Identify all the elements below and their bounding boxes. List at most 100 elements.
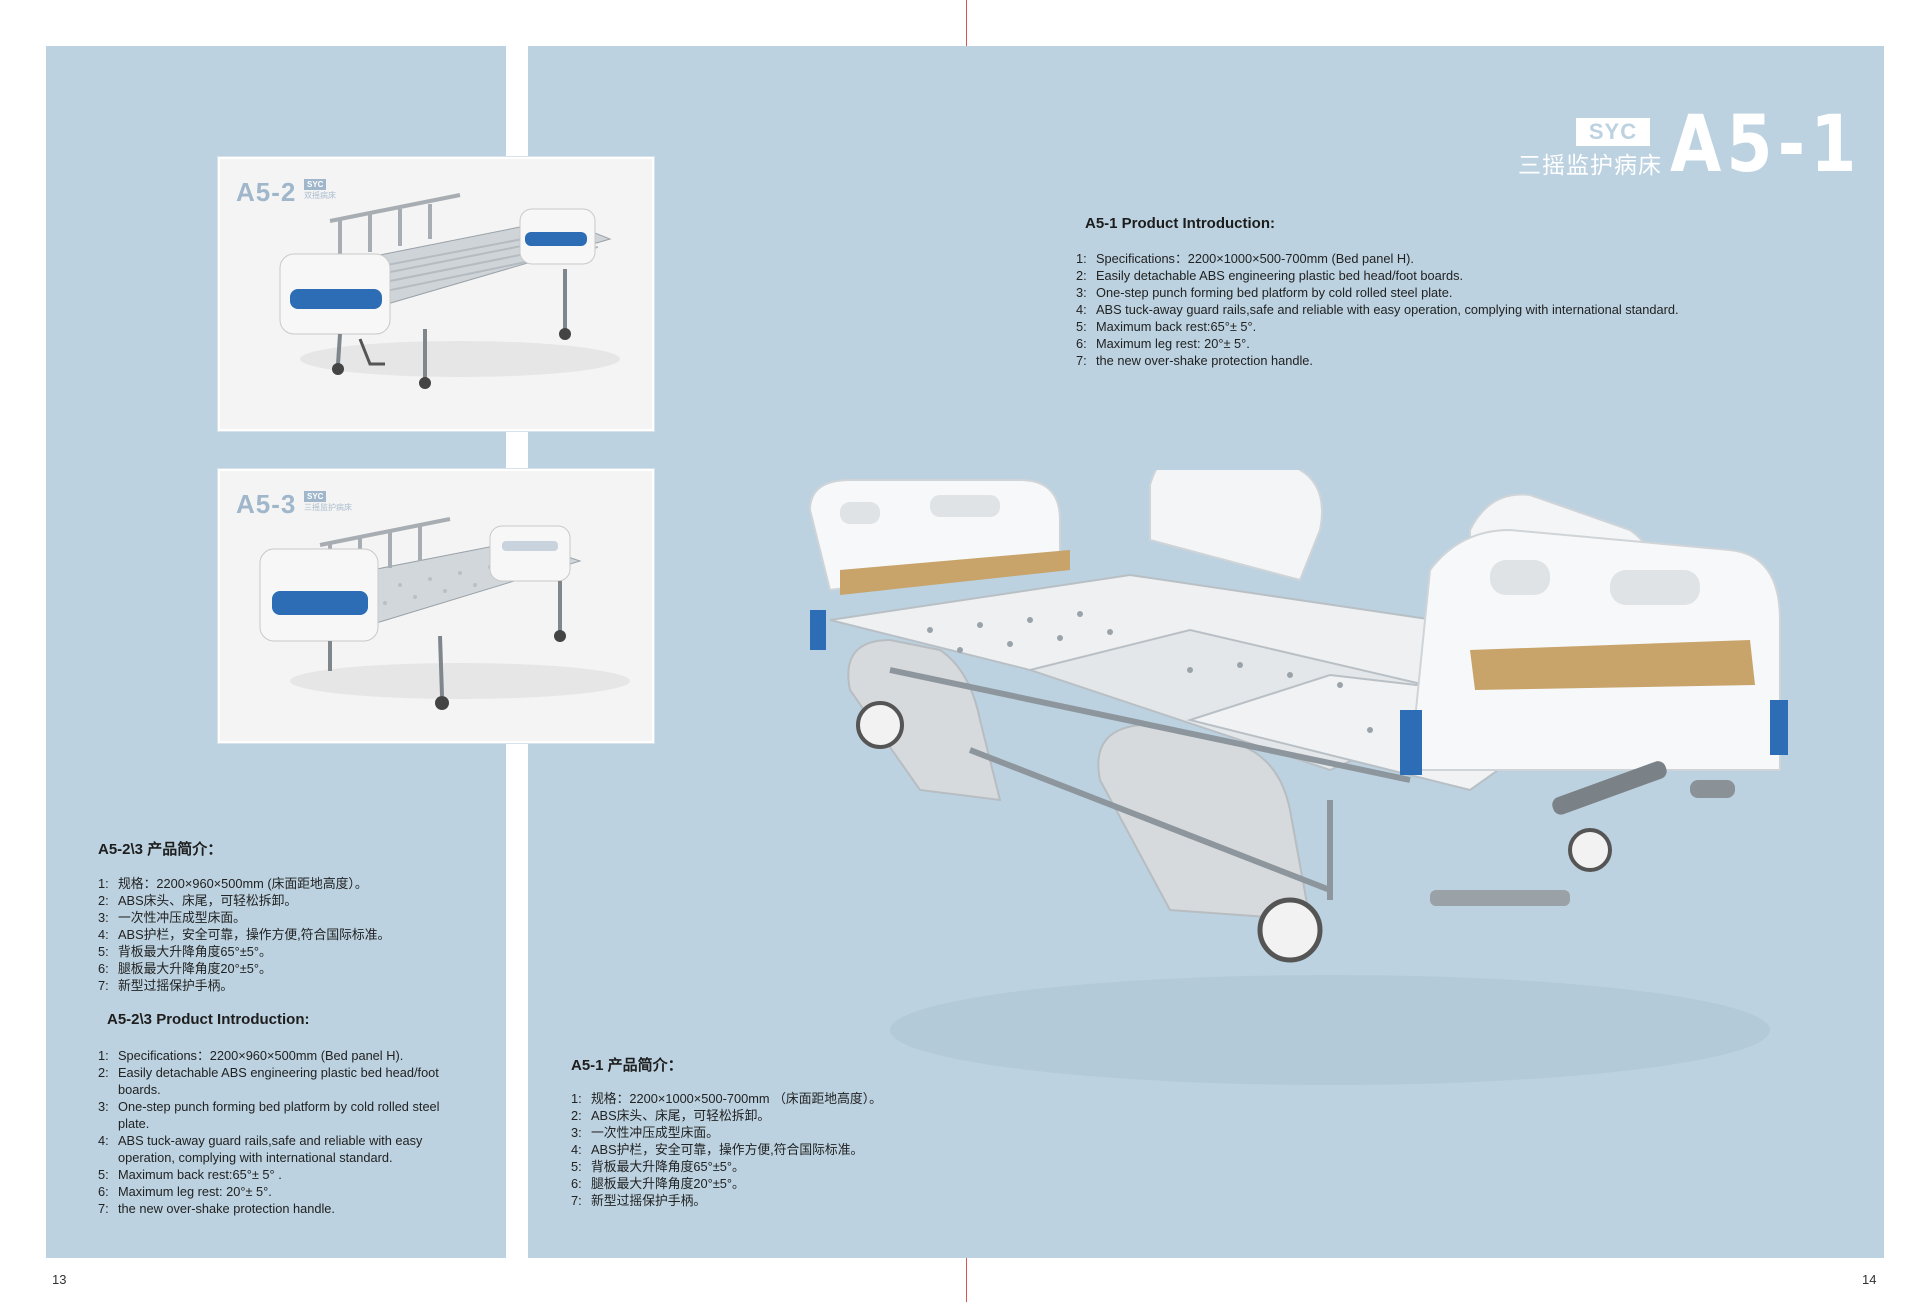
- item-number: 6:: [1076, 336, 1087, 351]
- fold-line-top: [966, 0, 967, 46]
- left-cn-spec-list: 1:规格：2200×960×500mm (床面距地高度）。 2: ABS床头、床尾…: [98, 875, 458, 994]
- brand-badge: SYC: [1576, 118, 1650, 146]
- right-cn-section-title: A5-1 产品简介：: [571, 1057, 683, 1074]
- item-text: 规格：2200×1000×500-700mm （床面距地高度）。: [591, 1091, 882, 1106]
- list-item: 1: Specifications：2200×960×500mm (Bed pan…: [98, 1047, 468, 1064]
- item-text: Maximum back rest:65°± 5° .: [118, 1167, 282, 1182]
- thumb-model-label: A5-2: [236, 177, 297, 207]
- list-item: 2: Easily detachable ABS engineering plas…: [98, 1064, 468, 1098]
- thumb-model-label: A5-3: [236, 489, 297, 519]
- item-number: 1:: [98, 876, 109, 891]
- item-text: Maximum back rest:65°± 5°.: [1096, 319, 1257, 334]
- thumb-sub-label: 双摇病床: [304, 191, 336, 200]
- list-item: 3: 一次性冲压成型床面。: [571, 1124, 1001, 1141]
- list-item: 2:ABS床头、床尾，可轻松拆卸。: [571, 1107, 1001, 1124]
- item-text: One-step punch forming bed platform by c…: [1096, 285, 1453, 300]
- right-en-section-title: A5-1 Product Introduction:: [1085, 215, 1275, 232]
- list-item: 4: ABS tuck-away guard rails,safe and rel…: [1076, 301, 1756, 318]
- list-item: 5: Maximum back rest:65°± 5°.: [1076, 318, 1756, 335]
- list-item: 1:Specifications：2200×1000×500-700mm (Be…: [1076, 250, 1756, 267]
- item-number: 2:: [98, 893, 109, 908]
- item-number: 4:: [98, 927, 109, 942]
- list-item: 1:规格：2200×960×500mm (床面距地高度）。: [98, 875, 458, 892]
- product-cn-name: 三摇监护病床: [1518, 152, 1662, 178]
- item-text: ABS护栏，安全可靠，操作方便,符合国际标准。: [591, 1142, 864, 1157]
- item-number: 4:: [1076, 302, 1087, 317]
- item-text: One-step punch forming bed platform by c…: [118, 1099, 440, 1131]
- item-number: 7:: [98, 978, 109, 993]
- list-item: 6: 腿板最大升降角度20°±5°。: [98, 960, 458, 977]
- list-item: 5: 背板最大升降角度65°±5°。: [571, 1158, 1001, 1175]
- list-item: 1: 规格：2200×1000×500-700mm （床面距地高度）。: [571, 1090, 1001, 1107]
- item-number: 7:: [1076, 353, 1087, 368]
- list-item: 4:ABS护栏，安全可靠，操作方便,符合国际标准。: [98, 926, 458, 943]
- page-number-right: 14: [1862, 1272, 1877, 1287]
- bed-a5-1-illustration: [808, 470, 1788, 1085]
- list-item: 7: the new over-shake protection handle.: [1076, 352, 1756, 369]
- item-number: 5:: [571, 1159, 582, 1174]
- item-text: 新型过摇保护手柄。: [591, 1193, 707, 1208]
- item-text: the new over-shake protection handle.: [1096, 353, 1313, 368]
- list-item: 5: 背板最大升降角度65°±5°。: [98, 943, 458, 960]
- item-text: 背板最大升降角度65°±5°。: [118, 944, 272, 959]
- item-number: 4:: [571, 1142, 582, 1157]
- list-item: 3: One-step punch forming bed platform by…: [1076, 284, 1756, 301]
- item-number: 5:: [98, 944, 109, 959]
- bed-a5-3-illustration: [259, 517, 630, 710]
- product-photo-a5-3: A5-3 SYC 三摇监护病床: [218, 469, 654, 743]
- list-item: 3: 一次性冲压成型床面。: [98, 909, 458, 926]
- item-number: 3:: [1076, 285, 1087, 300]
- item-text: ABS tuck-away guard rails,safe and relia…: [1096, 302, 1679, 317]
- product-model-title: A5-1: [1670, 100, 1862, 190]
- item-text: 腿板最大升降角度20°±5°。: [591, 1176, 745, 1191]
- left-cn-section-title: A5-2\3 产品简介：: [98, 841, 223, 858]
- item-text: Easily detachable ABS engineering plasti…: [1096, 268, 1464, 283]
- item-number: 3:: [571, 1125, 582, 1140]
- item-text: 背板最大升降角度65°±5°。: [591, 1159, 745, 1174]
- list-item: 4: ABS tuck-away guard rails,safe and rel…: [98, 1132, 468, 1166]
- right-en-spec-list: 1:Specifications：2200×1000×500-700mm (Be…: [1076, 250, 1756, 369]
- item-text: ABS床头、床尾，可轻松拆卸。: [118, 893, 298, 908]
- fold-line-bottom: [966, 1258, 967, 1302]
- item-number: 6:: [98, 1184, 109, 1199]
- thumb-badge: SYC: [304, 179, 327, 190]
- item-text: 一次性冲压成型床面。: [591, 1125, 719, 1140]
- item-text: ABS床头、床尾，可轻松拆卸。: [591, 1108, 771, 1123]
- item-text: ABS tuck-away guard rails,safe and relia…: [118, 1133, 423, 1165]
- item-number: 3:: [98, 910, 109, 925]
- item-number: 5:: [98, 1167, 109, 1182]
- list-item: 4: ABS护栏，安全可靠，操作方便,符合国际标准。: [571, 1141, 1001, 1158]
- item-number: 2:: [1076, 268, 1087, 283]
- item-text: Specifications：2200×960×500mm (Bed panel…: [118, 1048, 404, 1063]
- item-text: Easily detachable ABS engineering plasti…: [118, 1065, 439, 1097]
- item-text: Maximum leg rest: 20°± 5°.: [118, 1184, 272, 1199]
- item-text: 一次性冲压成型床面。: [118, 910, 246, 925]
- list-item: 6: Maximum leg rest: 20°± 5°.: [1076, 335, 1756, 352]
- item-text: the new over-shake protection handle.: [118, 1201, 335, 1216]
- item-number: 2:: [98, 1065, 109, 1080]
- list-item: 2: ABS床头、床尾，可轻松拆卸。: [98, 892, 458, 909]
- item-number: 6:: [571, 1176, 582, 1191]
- thumb-badge: SYC: [304, 491, 327, 502]
- list-item: 6: Maximum leg rest: 20°± 5°.: [98, 1183, 468, 1200]
- left-en-section-title: A5-2\3 Product Introduction:: [107, 1011, 310, 1028]
- item-number: 1:: [571, 1091, 582, 1106]
- item-text: Specifications：2200×1000×500-700mm (Bed …: [1096, 251, 1414, 266]
- item-text: 新型过摇保护手柄。: [118, 978, 234, 993]
- item-number: 5:: [1076, 319, 1087, 334]
- bed-a5-2-illustration: [279, 193, 620, 389]
- list-item: 7: 新型过摇保护手柄。: [571, 1192, 1001, 1209]
- list-item: 7: the new over-shake protection handle.: [98, 1200, 468, 1217]
- item-number: 7:: [98, 1201, 109, 1216]
- thumb-sub-label: 三摇监护病床: [304, 503, 352, 512]
- item-number: 1:: [98, 1048, 109, 1063]
- item-number: 6:: [98, 961, 109, 976]
- item-text: Maximum leg rest: 20°± 5°.: [1096, 336, 1250, 351]
- item-number: 7:: [571, 1193, 582, 1208]
- product-photo-a5-2: A5-2 SYC 双摇病床: [218, 157, 654, 431]
- list-item: 5: Maximum back rest:65°± 5° .: [98, 1166, 468, 1183]
- item-number: 4:: [98, 1133, 109, 1148]
- item-text: 腿板最大升降角度20°±5°。: [118, 961, 272, 976]
- item-number: 3:: [98, 1099, 109, 1114]
- page-number-left: 13: [52, 1272, 67, 1287]
